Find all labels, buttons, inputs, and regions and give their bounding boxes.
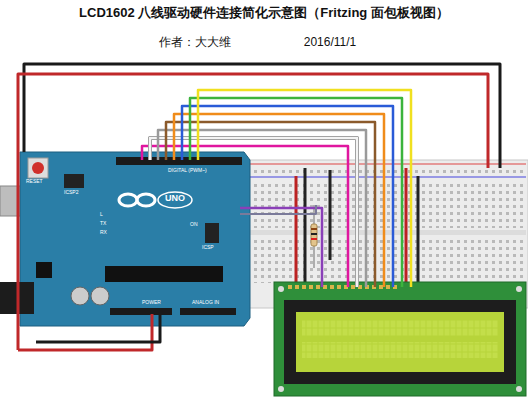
board-label: L [100, 212, 103, 218]
diagram-title: LCD1602 八线驱动硬件连接简化示意图（Fritzing 面包板视图） [79, 6, 449, 20]
wire [142, 146, 348, 287]
lcd-pin [330, 285, 334, 289]
capacitor [91, 287, 109, 305]
wire [18, 314, 152, 350]
board-label: ICSP [202, 245, 214, 251]
wire [190, 98, 402, 287]
digital-header [116, 157, 242, 165]
board-label: DIGITAL (PWM~) [168, 168, 207, 174]
mount-hole [278, 386, 284, 392]
icsp-header [205, 223, 219, 243]
lcd-pin [323, 285, 327, 289]
wire [240, 205, 316, 214]
board-label: RESET [26, 179, 43, 185]
lcd-pin [337, 285, 341, 289]
author-note: 作者：大大维 [159, 36, 231, 49]
wire [405, 168, 408, 284]
lcd-pcb [274, 282, 526, 396]
mount-hole [516, 386, 522, 392]
board-label: ICSP2 [64, 190, 78, 196]
board-label: POWER [142, 300, 161, 306]
board-label: ON [190, 222, 198, 228]
lcd-chars [302, 320, 498, 336]
board-label: UNO [165, 194, 185, 204]
reset-button [32, 162, 44, 174]
wire [150, 138, 357, 287]
mount-hole [278, 286, 284, 292]
analog-header [180, 308, 236, 315]
wire [417, 176, 420, 284]
wire [174, 114, 384, 287]
wire [240, 208, 322, 287]
wire [198, 90, 411, 287]
lcd-chars [302, 342, 498, 358]
resistor-band [311, 238, 317, 240]
lcd-pins [288, 285, 397, 289]
wire [150, 138, 357, 287]
wire-group [18, 64, 500, 350]
lcd-pin [302, 285, 306, 289]
lcd-pin [316, 285, 320, 289]
wire [304, 168, 307, 282]
lcd-pin [288, 285, 292, 289]
power-header [110, 308, 172, 315]
arduino-logo [137, 194, 155, 206]
wire [182, 106, 393, 287]
lcd-pin [386, 285, 390, 289]
board-label: ANALOG IN [192, 300, 219, 306]
arduino-logo [119, 194, 137, 206]
lcd-screen [296, 312, 504, 372]
wire [24, 64, 500, 168]
wire [36, 314, 160, 342]
icsp2-header [64, 174, 84, 188]
resistor-symbol [311, 224, 317, 246]
mcu-chip [105, 266, 223, 282]
arduino-board [20, 152, 250, 326]
regulator [36, 262, 52, 278]
resistor-band [311, 233, 317, 235]
reset-button [28, 158, 48, 178]
wire [18, 74, 488, 350]
date-note: 2016/11/1 [304, 36, 357, 49]
lcd-pin [295, 285, 299, 289]
lcd-bezel [284, 300, 516, 384]
lcd-pin [309, 285, 313, 289]
uno-ring [158, 192, 192, 208]
capacitor [71, 287, 89, 305]
mount-hole [516, 286, 522, 292]
wire [295, 176, 298, 282]
lcd-pin [379, 285, 383, 289]
resistor-band [311, 228, 317, 230]
wire [329, 170, 332, 260]
board-label: TX [100, 221, 106, 227]
lcd-pin [351, 285, 355, 289]
board-label: RX [100, 230, 107, 236]
